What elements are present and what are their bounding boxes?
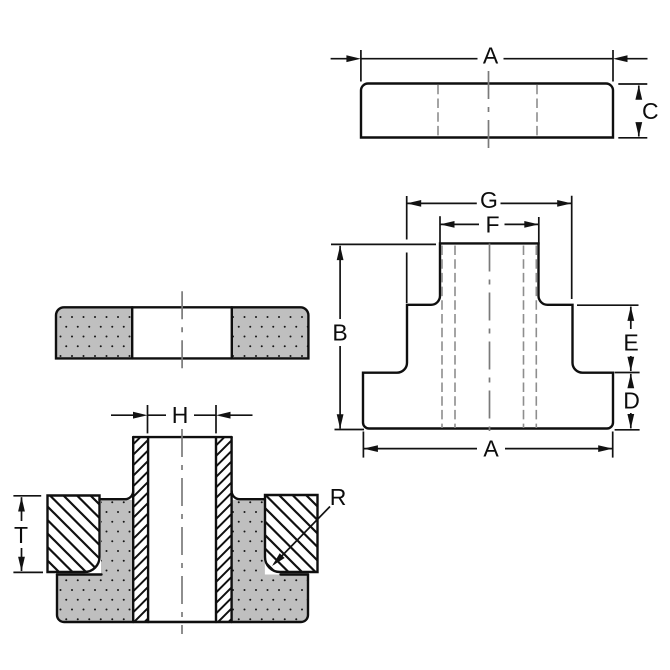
arrowhead: [216, 411, 231, 419]
leader-line: [273, 505, 331, 565]
arrowhead: [18, 497, 25, 512]
washer-rubber-left: [56, 307, 133, 359]
arrowhead: [635, 85, 643, 100]
arrowhead: [627, 373, 635, 389]
washer-section-view: [54, 291, 310, 375]
dim-label-b: B: [332, 320, 347, 346]
section-plate-left-hatch: [47, 495, 100, 572]
dim-label-h: H: [172, 402, 189, 428]
section-plate-right-hatch: [265, 495, 318, 572]
plan-outline: [359, 82, 615, 139]
arrowhead: [627, 356, 635, 372]
arrowhead: [635, 122, 643, 137]
section-plate-left: [46, 494, 101, 574]
section-rubber-right: [231, 500, 265, 576]
section-sleeve-wall-right: [216, 437, 232, 622]
front-view: G F B E D A: [331, 187, 640, 462]
dim-label-r: R: [330, 484, 347, 510]
dim-label-d: D: [623, 388, 640, 414]
arrowhead: [363, 445, 378, 452]
dim-label-a-plan: A: [483, 43, 499, 69]
section-rubber-top-right: [230, 489, 267, 501]
arrowhead: [557, 200, 572, 207]
arrowhead: [346, 55, 361, 63]
arrowhead: [524, 221, 539, 228]
arrowhead: [440, 221, 455, 228]
arrowhead: [627, 414, 635, 429]
washer-outline: [54, 306, 310, 360]
cross-section-view: H T R: [13, 402, 346, 634]
arrowhead: [272, 553, 285, 566]
dim-label-f: F: [485, 212, 499, 238]
dim-label-e: E: [623, 330, 638, 356]
arrowhead: [406, 200, 422, 207]
section-sleeve-wall-left: [133, 437, 149, 622]
arrowhead: [598, 445, 613, 452]
dim-label-t: T: [14, 522, 28, 548]
dim-label-g: G: [480, 187, 498, 213]
section-body-outline: [55, 573, 310, 624]
plan-view: A C: [330, 43, 659, 151]
section-rubber-left: [101, 500, 134, 576]
arrowhead: [336, 414, 344, 429]
arrowhead: [627, 306, 635, 321]
section-plate-right: [263, 493, 319, 574]
dim-label-a-front: A: [483, 436, 499, 462]
arrowhead: [133, 411, 148, 419]
arrowhead: [18, 556, 25, 572]
front-outline: [361, 242, 615, 430]
arrowhead: [613, 55, 628, 63]
washer-rubber-right: [231, 307, 309, 359]
arrowhead: [336, 245, 344, 261]
dim-label-c: C: [642, 98, 659, 124]
section-rubber-top-left: [98, 489, 135, 501]
